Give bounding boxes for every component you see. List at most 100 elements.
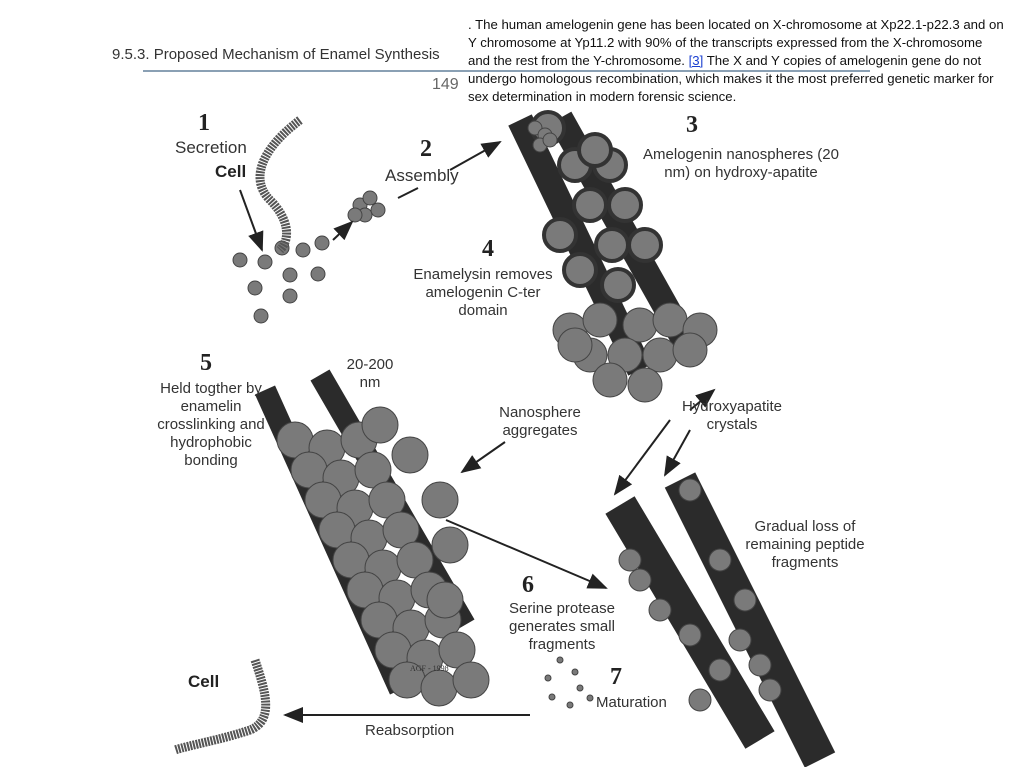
- nanosphere: [576, 684, 584, 692]
- nanosphere: [452, 661, 490, 699]
- nanosphere: [708, 658, 732, 682]
- nanosphere: [362, 190, 378, 206]
- arrow-assembly-dash: [397, 187, 419, 199]
- reference-link[interactable]: [3]: [688, 53, 704, 68]
- section-title: 9.5.3. Proposed Mechanism of Enamel Synt…: [112, 46, 440, 63]
- nanosphere: [431, 526, 469, 564]
- aggregates-label: Nanosphere aggregates: [499, 404, 581, 439]
- nanosphere: [542, 132, 558, 148]
- arrow-crystals-3: [664, 429, 691, 477]
- step-5-label: Held togther by enamelin crosslinking an…: [157, 380, 265, 469]
- nanosphere: [622, 307, 658, 343]
- nanosphere: [688, 688, 712, 712]
- nanosphere: [421, 481, 459, 519]
- nanosphere: [426, 581, 464, 619]
- nanosphere: [618, 548, 642, 572]
- step-1-label: Secretion: [175, 138, 247, 157]
- nanosphere: [562, 252, 598, 288]
- nanosphere: [678, 478, 702, 502]
- crystal-bar: [664, 472, 836, 767]
- nanosphere: [642, 337, 678, 373]
- nanosphere: [708, 548, 732, 572]
- loss-label: Gradual loss of remaining peptide fragme…: [745, 518, 865, 571]
- caption-tail: The X and Y copies of amelogenin gene do…: [468, 53, 994, 104]
- step-7-label: Maturation: [596, 694, 667, 711]
- nanosphere: [257, 254, 273, 270]
- nanosphere: [548, 693, 556, 701]
- nanosphere: [627, 367, 663, 403]
- arrow-aggregates: [460, 441, 506, 474]
- arrows: [239, 141, 716, 723]
- nanosphere: [420, 669, 458, 707]
- nanosphere: [253, 308, 269, 324]
- crystal-bar: [605, 496, 775, 749]
- nanosphere: [566, 701, 574, 709]
- page-number: 149: [432, 76, 459, 93]
- nanosphere: [391, 436, 429, 474]
- arrow-assembly-1: [332, 220, 354, 241]
- credit-label: AGF - 1998: [410, 664, 449, 673]
- nanosphere: [678, 623, 702, 647]
- step-4-number: 4: [482, 236, 494, 262]
- nanosphere: [370, 202, 386, 218]
- nanosphere: [758, 678, 782, 702]
- nanosphere: [310, 266, 326, 282]
- nanosphere: [592, 362, 628, 398]
- nanosphere: [607, 187, 643, 223]
- cell-membrane-bottom: [173, 658, 271, 755]
- nanosphere: [556, 656, 564, 664]
- nanosphere: [572, 187, 608, 223]
- nanosphere: [733, 588, 757, 612]
- arrow-serine: [445, 519, 608, 589]
- nanosphere: [728, 628, 752, 652]
- arrow-secretion: [239, 189, 264, 252]
- arrow-crystals-2: [613, 419, 671, 496]
- nanosphere: [652, 302, 688, 338]
- crystals-label: Hydroxyapatite crystals: [681, 398, 783, 433]
- nanosphere: [586, 694, 594, 702]
- title-rule: [143, 70, 870, 72]
- nanosphere: [672, 332, 708, 368]
- nanosphere: [748, 653, 772, 677]
- caption-lead: . The human amelogenin gene has been loc…: [468, 17, 1004, 68]
- nanosphere: [295, 242, 311, 258]
- arrow-assembly-2: [449, 141, 502, 171]
- nanosphere: [594, 227, 630, 263]
- step-6-number: 6: [522, 572, 534, 598]
- nanosphere: [627, 227, 663, 263]
- cell-label-bottom: Cell: [188, 672, 220, 691]
- nanosphere: [577, 132, 613, 168]
- reabsorption-label: Reabsorption: [365, 722, 455, 739]
- nanosphere: [648, 598, 672, 622]
- step-7-number: 7: [610, 664, 622, 690]
- size-label: 20-200 nm: [346, 356, 394, 391]
- nanosphere: [544, 674, 552, 682]
- crystal-bar: [508, 114, 652, 376]
- step-6-label: Serine protease generates small fragment…: [509, 600, 615, 653]
- cell-membrane-top: [255, 116, 303, 254]
- arrow-crystals-1: [689, 388, 716, 411]
- nanosphere: [600, 267, 636, 303]
- step-3-number: 3: [686, 112, 698, 138]
- step-2-number: 2: [420, 136, 432, 162]
- nanosphere: [557, 327, 593, 363]
- step-3-label: Amelogenin nanospheres (20 nm) on hydrox…: [643, 146, 839, 181]
- nanosphere: [347, 207, 363, 223]
- nanosphere: [582, 302, 618, 338]
- step-5-number: 5: [200, 350, 212, 376]
- nanosphere: [282, 267, 298, 283]
- nanosphere: [542, 217, 578, 253]
- nanosphere: [232, 252, 248, 268]
- step-4-label: Enamelysin removes amelogenin C-ter doma…: [413, 266, 553, 319]
- cell-label-top: Cell: [215, 162, 247, 181]
- nanosphere: [361, 406, 399, 444]
- nanosphere: [314, 235, 330, 251]
- nanosphere: [571, 668, 579, 676]
- caption-text: . The human amelogenin gene has been loc…: [468, 16, 1004, 106]
- step-2-label: Assembly: [385, 166, 459, 185]
- nanosphere: [247, 280, 263, 296]
- step-1-number: 1: [198, 110, 210, 136]
- nanosphere: [282, 288, 298, 304]
- nanosphere: [628, 568, 652, 592]
